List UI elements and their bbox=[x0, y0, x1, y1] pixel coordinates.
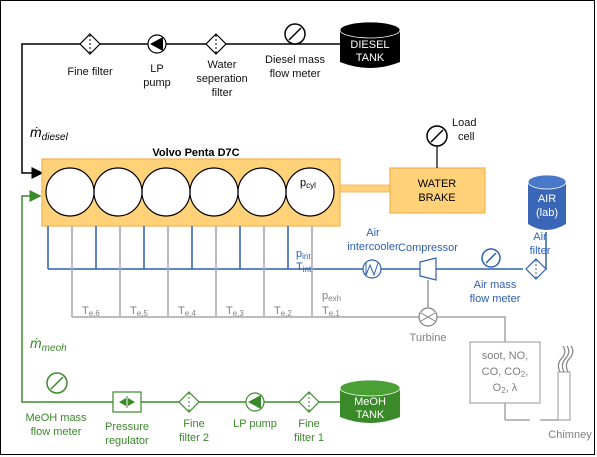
diesel-fine-filter-label: Fine filter bbox=[67, 66, 113, 78]
intercooler-label-2: intercooler bbox=[347, 241, 399, 253]
meoh-lp-pump-label: LP pump bbox=[233, 418, 277, 430]
fine-filter-2-label-2: filter 2 bbox=[179, 432, 209, 444]
diesel-tank-label-2: TANK bbox=[356, 52, 385, 64]
fine-filter-1-label-2: filter 1 bbox=[294, 432, 324, 444]
diesel-lp-pump-label-1: LP bbox=[150, 63, 163, 75]
water-brake[interactable] bbox=[389, 167, 486, 214]
air-lab-label-2: (lab) bbox=[536, 207, 558, 219]
fine-filter-2-label-1: Fine bbox=[183, 418, 204, 430]
diesel-tank[interactable]: DIESEL TANK bbox=[339, 21, 401, 68]
air-filter-label-2: filter bbox=[530, 245, 551, 257]
pressure-regulator-icon[interactable] bbox=[112, 391, 142, 413]
diesel-fuel-line bbox=[21, 43, 340, 179]
engine-title: Volvo Penta D7C bbox=[152, 147, 239, 159]
turbine-label: Turbine bbox=[410, 332, 447, 344]
intercooler-icon[interactable] bbox=[362, 259, 382, 279]
chimney-label: Chimney bbox=[548, 429, 592, 441]
te3-label: Te,3 bbox=[226, 305, 244, 318]
cylinder-2[interactable] bbox=[237, 167, 287, 217]
load-cell-label-1: Load bbox=[452, 117, 476, 129]
emissions-label-1: soot, NO, bbox=[482, 350, 528, 362]
air-lab-label-1: AIR bbox=[538, 193, 556, 205]
air-lab-source[interactable]: AIR (lab) bbox=[527, 174, 567, 230]
meoh-lp-pump-icon[interactable] bbox=[245, 392, 265, 412]
diesel-fine-filter-icon[interactable] bbox=[79, 33, 101, 55]
air-flow-meter-icon[interactable] bbox=[481, 248, 501, 268]
air-flow-meter-label-2: flow meter bbox=[470, 293, 521, 305]
te4-label: Te,4 bbox=[178, 305, 196, 318]
cylinder-1[interactable] bbox=[285, 167, 335, 217]
diesel-flow-meter-icon[interactable] bbox=[284, 23, 306, 45]
water-sep-label-3: filter bbox=[212, 87, 233, 99]
exhaust-temperature-labels: Te,6 Te,5 Te,4 Te,3 Te,2 Te,1 bbox=[82, 305, 340, 318]
pressure-regulator-label-1: Pressure bbox=[105, 421, 149, 433]
fine-filter-1-label-1: Fine bbox=[298, 418, 319, 430]
emissions-analyzer[interactable] bbox=[469, 341, 541, 404]
cylinder-6[interactable] bbox=[45, 167, 95, 217]
meoh-flow-meter-label-2: flow meter bbox=[31, 426, 82, 438]
emissions-label-2: CO, CO2, bbox=[482, 366, 529, 379]
te2-label: Te,2 bbox=[274, 305, 292, 318]
pressure-regulator-label-2: regulator bbox=[105, 435, 149, 447]
te5-label: Te,5 bbox=[130, 305, 148, 318]
compressor-label: Compressor bbox=[398, 242, 458, 254]
meoh-fuel-line bbox=[21, 190, 340, 403]
meoh-tank[interactable]: MeOH TANK bbox=[339, 379, 401, 423]
water-sep-label-2: seperation bbox=[196, 73, 247, 85]
cylinders bbox=[45, 167, 335, 217]
mdot-meoh-label: ṁmeoh bbox=[30, 335, 67, 354]
te6-label: Te,6 bbox=[82, 305, 100, 318]
diesel-flow-meter-label-2: flow meter bbox=[270, 68, 321, 80]
cylinder-4[interactable] bbox=[141, 167, 191, 217]
chimney-icon bbox=[540, 345, 574, 421]
tint-label: Tint bbox=[296, 261, 312, 274]
load-cell-icon[interactable] bbox=[426, 125, 448, 147]
cylinder-3[interactable] bbox=[189, 167, 239, 217]
diesel-tank-label-1: DIESEL bbox=[350, 39, 389, 51]
meoh-flow-meter-icon[interactable] bbox=[46, 372, 68, 394]
meoh-fine-filter-1-icon[interactable] bbox=[298, 391, 320, 413]
intercooler-label-1: Air bbox=[366, 227, 380, 239]
water-brake-label-1: WATER bbox=[418, 178, 457, 190]
pcyl-label: pcyl bbox=[300, 177, 316, 190]
water-separation-filter-icon[interactable] bbox=[205, 33, 227, 55]
meoh-tank-label-2: TANK bbox=[356, 409, 385, 421]
exhaust-line bbox=[71, 226, 530, 421]
air-filter-icon[interactable] bbox=[525, 258, 547, 280]
pint-label: pint bbox=[296, 248, 311, 261]
pexh-label: pexh bbox=[322, 290, 341, 303]
meoh-tank-label-1: MeOH bbox=[354, 396, 386, 408]
air-filter-label-1: Air bbox=[533, 231, 547, 243]
meoh-flow-meter-label-1: MeOH mass bbox=[25, 412, 87, 424]
load-cell-label-2: cell bbox=[458, 131, 475, 143]
meoh-fine-filter-2-icon[interactable] bbox=[178, 391, 200, 413]
water-sep-label-1: Water bbox=[208, 59, 237, 71]
diesel-flow-meter-label-1: Diesel mass bbox=[265, 54, 325, 66]
diesel-lp-pump-icon[interactable] bbox=[147, 34, 167, 54]
cylinder-5[interactable] bbox=[93, 167, 143, 217]
turbine-icon[interactable] bbox=[418, 307, 438, 327]
emissions-label-3: O2, λ bbox=[493, 382, 518, 395]
air-intake-line bbox=[47, 226, 547, 270]
air-flow-meter-label-1: Air mass bbox=[474, 279, 517, 291]
water-brake-label-2: BRAKE bbox=[418, 192, 455, 204]
diesel-lp-pump-label-2: pump bbox=[143, 77, 171, 89]
drive-shaft bbox=[339, 184, 391, 193]
te1-label: Te,1 bbox=[322, 305, 340, 318]
compressor-icon[interactable] bbox=[419, 257, 437, 281]
mdot-diesel-label: ṁdiesel bbox=[30, 124, 69, 143]
